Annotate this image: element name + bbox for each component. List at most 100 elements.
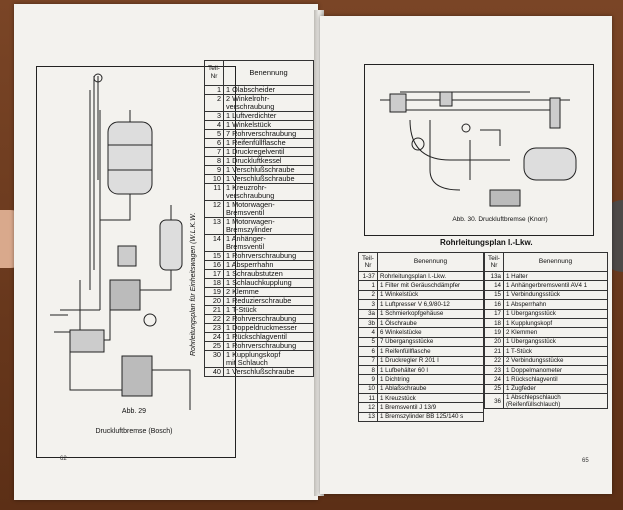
part-name: 7 Übergangsstücke	[377, 336, 484, 348]
part-number: 11	[358, 393, 378, 404]
part-name: 2 Verbindungsstücke	[503, 355, 608, 366]
col-benennung: Benennung	[223, 60, 314, 86]
part-name: 1 Ölschraube	[377, 317, 484, 329]
part-name: 1 Kreuzrohr- verschraubung	[223, 183, 314, 201]
part-name: 2 Klemmen	[503, 327, 608, 338]
part-name: 1 Anhänger- Bremsventil	[223, 234, 314, 252]
part-number: 2	[358, 289, 378, 301]
part-number: 36	[484, 393, 504, 410]
part-name: 1 Bremszylinder BB 125/140 s	[377, 411, 484, 423]
part-number: 8	[358, 364, 378, 376]
part-name: 1 Doppelmanometer	[503, 364, 608, 376]
page-number-right: 65	[582, 458, 589, 464]
part-name: 1 Kupplungskopf	[503, 317, 608, 329]
part-name: 1 Lufbehälter 60 l	[377, 364, 484, 376]
part-name: 1 Verschlußschraube	[223, 367, 314, 377]
part-number: 5	[358, 336, 378, 348]
part-name: 1 Absperrhahn	[503, 299, 608, 310]
part-name: 1 Reifenfüllflasche	[377, 346, 484, 357]
part-name: 6 Winkelstücke	[377, 327, 484, 338]
part-number: 2	[204, 94, 224, 112]
part-number: 13	[204, 217, 224, 235]
col-benennung: Benennung	[377, 252, 484, 272]
part-name: 1 Filter mit Geräuschdämpfer	[377, 280, 484, 291]
part-number: 3b	[358, 317, 378, 329]
part-number: 12	[358, 402, 378, 413]
part-name: 1 Verbindungsstück	[503, 289, 608, 301]
part-number: 25	[484, 383, 504, 395]
part-name: 1 Ablaßschraube	[377, 383, 484, 395]
part-name: 1 Druckregler R 201 I	[377, 355, 484, 366]
left-page: Rohrleitungsplan für Einheitswagen (W.L.…	[14, 4, 318, 500]
part-name: 1 Winkelstück	[377, 289, 484, 301]
plan-heading: Rohrleitungsplan I.-Lkw.	[440, 238, 533, 247]
part-number: 7	[358, 355, 378, 366]
part-number: 19	[484, 327, 504, 338]
book-gutter	[314, 10, 324, 496]
part-name: 1 Luftpresser V 6,9/80-12	[377, 299, 484, 310]
part-number: 22	[484, 355, 504, 366]
part-name: 1 Dichtring	[377, 374, 484, 385]
part-name: 1 Schmierkopfgehäuse	[377, 308, 484, 319]
part-number: 13a	[484, 270, 504, 282]
figure-caption: Druckluftbremse (Bosch)	[95, 428, 173, 435]
part-name: 1 Motorwagen- Bremszylinder	[223, 217, 314, 235]
page-number-left: 62	[60, 456, 67, 462]
part-name: 1 Kupplungskopf mit Schlauch	[223, 350, 314, 368]
rotated-plan-title: Rohrleitungsplan für Einheitswagen (W.L.…	[190, 212, 197, 356]
part-number: 9	[358, 374, 378, 385]
part-number: 18	[484, 317, 504, 329]
part-number: 17	[484, 308, 504, 319]
part-number: 13	[358, 411, 378, 423]
part-number: 3	[358, 299, 378, 310]
part-name: Rohrleitungsplan I.-Lkw.	[377, 270, 484, 282]
part-number: 23	[484, 364, 504, 376]
col-teil-nr: Teil- Nr	[358, 252, 378, 272]
col-benennung: Benennung	[503, 252, 608, 272]
part-number: 21	[484, 346, 504, 357]
part-name: 1 Abschlepschlauch (Reifenfüllschlauch)	[503, 393, 608, 410]
part-number: 20	[484, 336, 504, 348]
part-number: 30	[204, 350, 224, 368]
part-name: 1 Zugfeder	[503, 383, 608, 395]
part-name: 1 Motorwagen- Bremsventil	[223, 200, 314, 218]
part-name: 1 Halter	[503, 270, 608, 282]
part-number: 40	[204, 367, 224, 377]
part-name: 2 Winkelrohr- verschraubung	[223, 94, 314, 112]
part-number: 12	[204, 200, 224, 218]
part-number: 24	[484, 374, 504, 385]
part-number: 1	[358, 280, 378, 291]
part-number: 16	[484, 299, 504, 310]
part-name: 1 Anhängerbremsventil AV4 1	[503, 280, 608, 291]
part-number: 14	[204, 234, 224, 252]
